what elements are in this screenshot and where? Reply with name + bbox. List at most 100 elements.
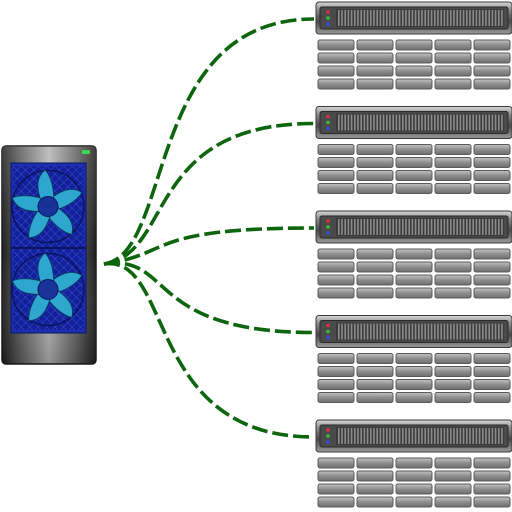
drive-bay: [473, 366, 511, 377]
drive-bay: [473, 470, 511, 482]
power-led-icon: [82, 150, 90, 154]
drive-bay: [395, 39, 433, 51]
status-led-icon: [326, 219, 330, 223]
status-led-icon: [326, 114, 330, 119]
tower-fan-unit-icon: [1, 145, 97, 365]
dashed-connection-line: [103, 17, 315, 266]
drive-bay: [395, 457, 433, 469]
drive-bay: [356, 483, 394, 495]
dashed-connection-line: [103, 261, 315, 335]
drive-bay: [356, 39, 394, 51]
drive-bay: [317, 483, 355, 495]
drive-bay: [356, 78, 394, 90]
drive-bay: [356, 248, 394, 260]
drive-bay: [395, 144, 433, 155]
drive-bay: [317, 366, 355, 377]
drive-bay: [434, 261, 472, 273]
drive-bay: [395, 78, 433, 90]
status-led-icon: [326, 10, 330, 14]
drive-bay: [395, 274, 433, 286]
drive-bay: [434, 65, 472, 77]
drive-bay: [473, 144, 511, 155]
drive-bay: [356, 170, 394, 181]
drive-bay: [356, 144, 394, 155]
fan-hub: [37, 279, 59, 300]
dashed-connection-line: [103, 226, 315, 266]
drive-bay: [473, 78, 511, 90]
fan-hub: [37, 196, 59, 217]
drive-bay: [356, 65, 394, 77]
drive-bay: [434, 392, 472, 403]
rack-server-icon: [315, 419, 512, 508]
status-led-icon: [326, 428, 330, 432]
drive-bay: [317, 144, 355, 155]
drive-bay: [395, 157, 433, 168]
drive-bay: [473, 170, 511, 181]
drive-bay: [395, 483, 433, 495]
drive-bay: [395, 353, 433, 364]
drive-bay: [317, 274, 355, 286]
drive-bay: [395, 379, 433, 390]
drive-bay: [473, 379, 511, 390]
drive-bay: [317, 287, 355, 299]
status-led-icon: [326, 120, 330, 125]
drive-bay: [434, 78, 472, 90]
drive-bay: [356, 457, 394, 469]
drive-bay: [356, 366, 394, 377]
drive-bay: [317, 353, 355, 364]
status-led-icon: [326, 22, 330, 26]
drive-bay: [434, 353, 472, 364]
drive-bay: [395, 496, 433, 508]
drive-bay: [473, 483, 511, 495]
drive-bay: [473, 274, 511, 286]
drive-bay: [434, 496, 472, 508]
fan-icon: [11, 249, 85, 330]
drive-bay: [356, 496, 394, 508]
status-led-icon: [326, 323, 330, 328]
status-led-icon: [326, 225, 330, 229]
status-led-icon: [326, 434, 330, 438]
drive-bay: [434, 157, 472, 168]
drive-bay: [434, 39, 472, 51]
fan-icon: [11, 166, 85, 247]
drive-bay: [317, 496, 355, 508]
status-led-icon: [326, 16, 330, 20]
drive-bay: [434, 274, 472, 286]
drive-bay: [395, 261, 433, 273]
drive-bay: [395, 65, 433, 77]
drive-bay: [356, 52, 394, 64]
rack-server-icon: [315, 210, 512, 299]
drive-bay: [473, 392, 511, 403]
drive-bay: [434, 457, 472, 469]
drive-bay: [473, 52, 511, 64]
drive-bay: [434, 366, 472, 377]
drive-bay: [317, 183, 355, 194]
drive-bay: [317, 457, 355, 469]
drive-bay: [395, 287, 433, 299]
drive-bay: [317, 170, 355, 181]
drive-bay: [395, 470, 433, 482]
drive-bay: [395, 366, 433, 377]
connection-lines: [103, 17, 315, 439]
drive-bay: [434, 52, 472, 64]
drive-bay: [434, 470, 472, 482]
drive-bay: [395, 248, 433, 260]
drive-bay: [356, 353, 394, 364]
drive-bay: [473, 496, 511, 508]
drive-bay: [434, 248, 472, 260]
drive-bay: [317, 379, 355, 390]
dashed-connection-line: [103, 262, 315, 439]
drive-bay: [356, 261, 394, 273]
drive-bay: [473, 183, 511, 194]
drive-bay: [356, 379, 394, 390]
drive-bay: [317, 52, 355, 64]
drive-bay: [317, 248, 355, 260]
status-led-icon: [326, 335, 330, 340]
drive-bay: [317, 39, 355, 51]
drive-bay: [395, 170, 433, 181]
drive-bay: [395, 52, 433, 64]
drive-bay: [317, 157, 355, 168]
drive-bay: [473, 457, 511, 469]
dashed-connection-line: [103, 121, 315, 266]
